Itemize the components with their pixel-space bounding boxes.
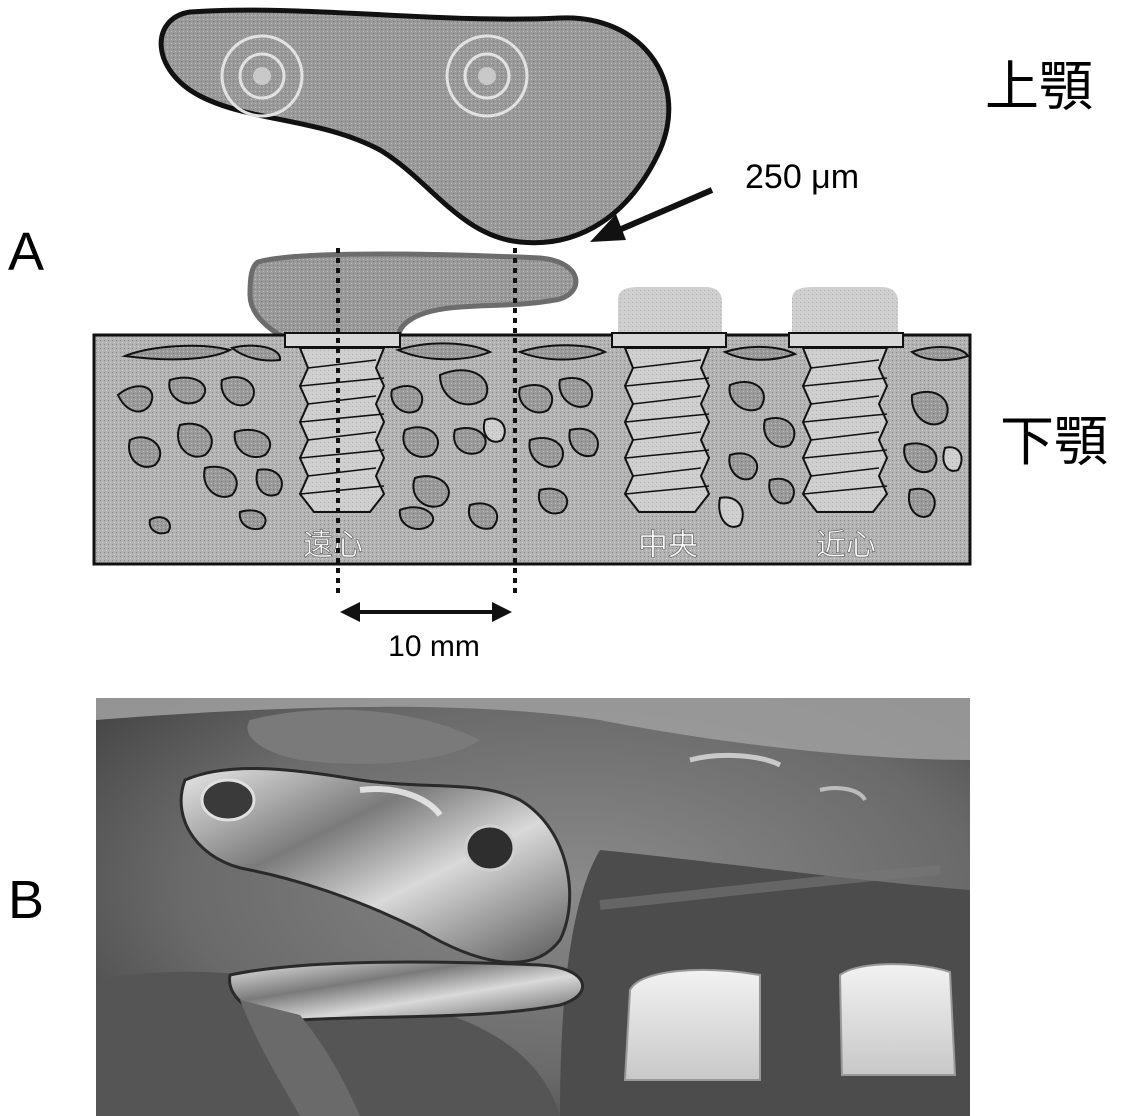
dimension-arrow-icon (340, 602, 512, 622)
site-label-mesial: 近心 (816, 528, 876, 563)
panel-b: B (8, 698, 970, 1116)
site-label-central: 中央 (638, 528, 698, 563)
lower-prosthesis (250, 254, 576, 338)
spacing-label: 10 mm (388, 630, 480, 663)
panel-label-b: B (8, 870, 44, 930)
lower-jaw-label: 下顎 (1000, 410, 1108, 473)
panel-label-a: A (8, 222, 44, 282)
upper-jaw-label: 上顎 (985, 55, 1093, 118)
panel-a: 遠心 中央 近心 10 mm 250 μm 上顎 下顎 A (8, 10, 1108, 663)
upper-denture (161, 10, 669, 243)
intraoral-photo (96, 698, 970, 1116)
site-label-distal: 遠心 (303, 528, 363, 563)
gap-label: 250 μm (745, 158, 859, 196)
